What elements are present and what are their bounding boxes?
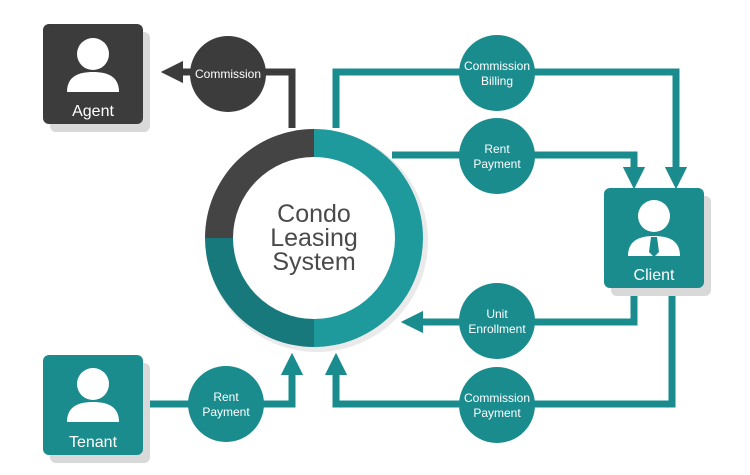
commission-payment-label-1: Commission bbox=[464, 391, 530, 405]
unit-enrollment-node: Unit Enrollment bbox=[459, 283, 535, 359]
businessman-icon bbox=[628, 200, 680, 257]
tenant-box: Tenant bbox=[43, 355, 150, 463]
user-icon bbox=[67, 38, 119, 92]
commission-label: Commission bbox=[195, 67, 261, 81]
unit-enrollment-label-2: Enrollment bbox=[468, 322, 526, 336]
commission-payment-label-2: Payment bbox=[473, 406, 521, 420]
agent-box: Agent bbox=[43, 24, 150, 132]
tenant-label: Tenant bbox=[69, 434, 118, 451]
condo-leasing-system-ring bbox=[205, 129, 428, 352]
center-title-line3: System bbox=[272, 248, 355, 276]
rent-payment-client-label-1: Rent bbox=[484, 142, 510, 156]
agent-label: Agent bbox=[72, 103, 114, 120]
center-title-line2: Leasing bbox=[270, 224, 358, 252]
rent-payment-tenant-label-1: Rent bbox=[213, 390, 239, 404]
client-box: Client bbox=[604, 188, 711, 296]
center-title-line1: Condo bbox=[277, 200, 351, 228]
unit-enrollment-label-1: Unit bbox=[486, 307, 508, 321]
rent-payment-client-node: Rent Payment bbox=[459, 118, 535, 194]
rent-payment-tenant-label-2: Payment bbox=[202, 405, 250, 419]
rent-payment-tenant-node: Rent Payment bbox=[188, 366, 264, 442]
commission-billing-label-1: Commission bbox=[464, 59, 530, 73]
user-icon bbox=[67, 368, 119, 422]
rent-payment-client-label-2: Payment bbox=[473, 157, 521, 171]
commission-billing-node: Commission Billing bbox=[459, 35, 535, 111]
client-label: Client bbox=[634, 267, 675, 284]
commission-node: Commission bbox=[190, 36, 266, 112]
commission-payment-node: Commission Payment bbox=[459, 367, 535, 443]
commission-billing-label-2: Billing bbox=[481, 74, 513, 88]
